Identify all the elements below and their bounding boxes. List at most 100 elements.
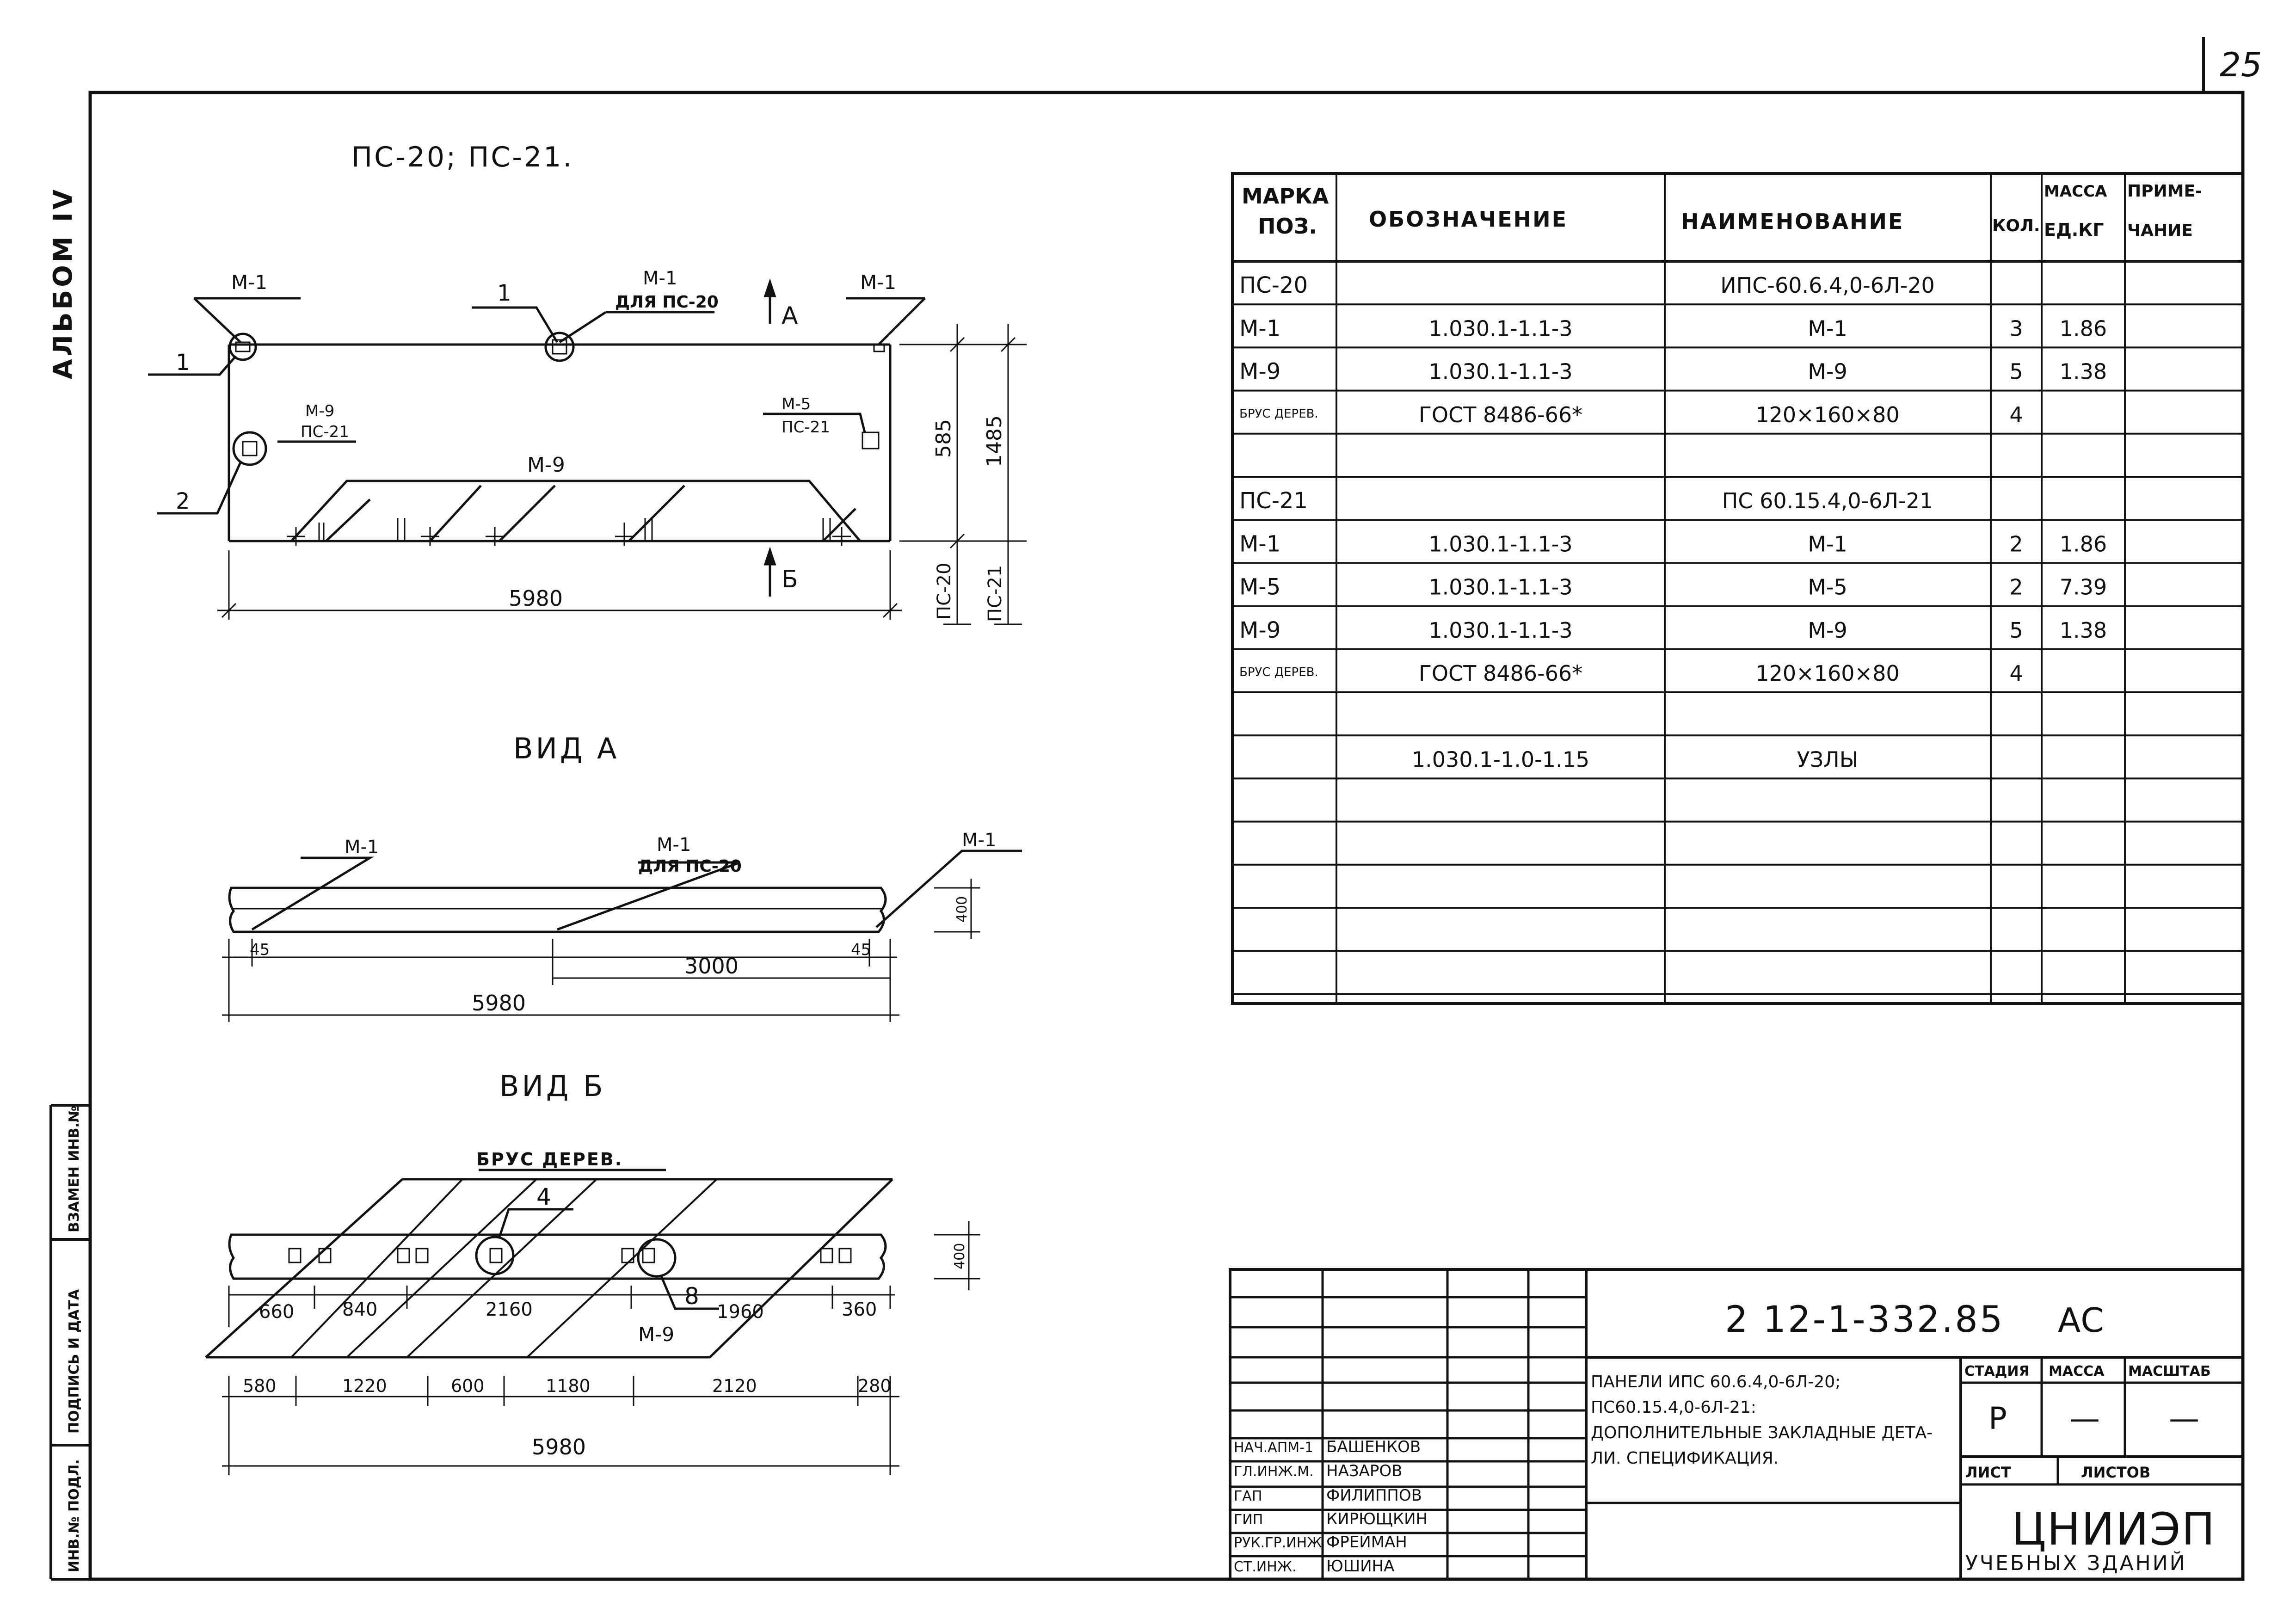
main-pos-1-mid: 1 [497, 280, 511, 306]
main-label-m5: М-5 [782, 395, 811, 413]
spec-cell-r4-c1: БРУС ДЕРЕВ. [1239, 407, 1318, 421]
spec-cell-r1-c1: ПС-20 [1239, 272, 1308, 298]
view-b-pos4: 4 [536, 1183, 551, 1210]
title-desc-3: ДОПОЛНИТЕЛЬНЫЕ ЗАКЛАДНЫЕ ДЕТА- [1591, 1423, 1933, 1442]
view-b-bottom-dim-6: 280 [858, 1376, 892, 1396]
main-label-m1-right: М-1 [860, 271, 896, 294]
spec-cell-r8-c4: 2 [2009, 575, 2023, 600]
signature-name: НАЗАРОВ [1326, 1462, 1402, 1480]
spec-cell-r7-c3: М-1 [1808, 531, 1847, 556]
spec-cell-r1-c3: ИПС-60.6.4,0-6Л-20 [1720, 273, 1935, 298]
spec-header-mass-2: ЕД.КГ [2044, 220, 2104, 240]
view-b-top-dim-1: 660 [259, 1301, 294, 1323]
signature-name: ЮШИНА [1326, 1557, 1394, 1576]
spec-cell-r3-c2: 1.030.1-1.1-3 [1428, 359, 1572, 384]
view-a-m1-right: М-1 [962, 830, 996, 851]
spec-cell-r7-c1: М-1 [1239, 531, 1280, 557]
spec-cell-r2-c2: 1.030.1-1.1-3 [1428, 316, 1572, 341]
spec-cell-r10-c4: 4 [2009, 661, 2023, 686]
spec-cell-r6-c1: ПС-21 [1239, 488, 1308, 514]
title-scale-value: — [2169, 1401, 2199, 1436]
signature-role: ГИП [1234, 1512, 1263, 1528]
view-a-m1-mid-note: ДЛЯ ПС-20 [638, 857, 742, 876]
spec-cell-r10-c3: 120×160×80 [1755, 661, 1899, 686]
spec-cell-r7-c4: 2 [2009, 531, 2023, 556]
album-label: АЛЬБОМ IV [48, 187, 78, 379]
view-b-top-dim-4: 1960 [717, 1301, 764, 1323]
spec-cell-r4-c3: 120×160×80 [1755, 402, 1899, 427]
title-suffix: АС [2058, 1301, 2104, 1340]
view-b-bottom-dim-2: 1220 [342, 1376, 387, 1396]
view-a-dim-5980: 5980 [472, 991, 526, 1016]
section-a-label: А [782, 302, 798, 330]
drawing-title: ПС-20; ПС-21. [351, 141, 573, 173]
signature-name: КИРЮЩКИН [1326, 1510, 1428, 1528]
title-scale-header: МАСШТАБ [2128, 1363, 2211, 1379]
view-a-title: ВИД А [513, 732, 619, 765]
view-b-bottom-dim-1: 580 [243, 1376, 277, 1396]
signature-name: ФРЕЙМАН [1326, 1533, 1407, 1551]
spec-cell-r3-c4: 5 [2009, 359, 2023, 384]
signature-role: РУК.ГР.ИНЖ [1234, 1535, 1322, 1551]
view-b-bottom-dim-5: 2120 [712, 1376, 757, 1396]
spec-cell-r8-c1: М-5 [1239, 574, 1280, 600]
main-label-m1-mid: М-1 [643, 268, 677, 289]
view-b-dim-400: 400 [952, 1243, 968, 1269]
spec-header-mass-1: МАССА [2044, 182, 2107, 201]
signature-role: ГЛ.ИНЖ.М. [1234, 1464, 1314, 1480]
title-sheets-label: ЛИСТОВ [2081, 1464, 2150, 1481]
signature-role: СТ.ИНЖ. [1234, 1559, 1297, 1575]
stamp-label-signature: ПОДПИСЬ И ДАТА [66, 1289, 82, 1434]
spec-cell-r7-c5: 1.86 [2060, 531, 2107, 556]
spec-header-mark-2: ПОЗ. [1258, 214, 1317, 239]
signature-role: НАЧ.АПМ-1 [1234, 1440, 1313, 1456]
view-b-title: ВИД Б [499, 1069, 606, 1103]
signature-name: ФИЛИППОВ [1326, 1486, 1422, 1505]
view-b-brus: БРУС ДЕРЕВ. [476, 1149, 623, 1170]
main-dim-length: 5980 [509, 586, 563, 611]
main-dim-ps20: ПС-20 [934, 563, 955, 620]
spec-cell-r9-c3: М-9 [1808, 618, 1847, 643]
spec-header-mark-1: МАРКА [1242, 184, 1329, 209]
view-a-dim-3000: 3000 [684, 954, 739, 979]
signature-role: ГАП [1234, 1488, 1262, 1504]
view-b-top-dim-5: 360 [842, 1299, 877, 1320]
spec-cell-r4-c2: ГОСТ 8486-66* [1419, 402, 1582, 427]
title-mass-value: — [2069, 1401, 2100, 1436]
main-dim-ps21: ПС-21 [985, 565, 1006, 622]
spec-cell-r10-c1: БРУС ДЕРЕВ. [1239, 665, 1318, 679]
spec-header-designation: ОБОЗНАЧЕНИЕ [1369, 207, 1568, 232]
title-desc-4: ЛИ. СПЕЦИФИКАЦИЯ. [1591, 1449, 1779, 1468]
section-b-label: Б [782, 566, 798, 593]
title-desc-2: ПС60.15.4,0-6Л-21: [1591, 1398, 1756, 1417]
signature-name: БАШЕНКОВ [1326, 1438, 1421, 1456]
spec-cell-r9-c5: 1.38 [2060, 618, 2107, 643]
spec-cell-r9-c1: М-9 [1239, 617, 1280, 643]
spec-header-qty: КОЛ. [1992, 216, 2040, 235]
main-pos-1-left: 1 [176, 350, 190, 376]
main-label-m1-left: М-1 [231, 271, 267, 294]
view-a-dim-45-left: 45 [250, 941, 270, 959]
spec-cell-r2-c1: М-1 [1239, 315, 1280, 341]
spec-cell-r12-c3: УЗЛЫ [1797, 747, 1859, 772]
spec-cell-r8-c3: М-5 [1808, 575, 1847, 600]
spec-cell-r10-c2: ГОСТ 8486-66* [1419, 661, 1582, 686]
main-label-m9-sub: М-9 [305, 402, 334, 420]
spec-cell-r9-c4: 5 [2009, 618, 2023, 643]
title-sheet-label: ЛИСТ [1965, 1464, 2011, 1481]
title-org: ЦНИИЭП [2012, 1503, 2216, 1555]
title-desc-1: ПАНЕЛИ ИПС 60.6.4,0-6Л-20; [1591, 1373, 1840, 1391]
view-a-m1-left: М-1 [345, 837, 379, 858]
main-elevation [148, 278, 1027, 625]
main-dim-1485: 1485 [983, 415, 1006, 467]
title-mass-header: МАССА [2049, 1363, 2105, 1379]
spec-cell-r2-c3: М-1 [1808, 316, 1847, 341]
side-stamp [49, 1104, 90, 1581]
title-stage-header: СТАДИЯ [1964, 1363, 2030, 1379]
spec-header-name: НАИМЕНОВАНИЕ [1681, 209, 1904, 234]
view-b-bottom-dim-4: 1180 [546, 1376, 591, 1396]
spec-cell-r7-c2: 1.030.1-1.1-3 [1428, 531, 1572, 556]
main-pos-2: 2 [176, 488, 190, 514]
view-a-dim-400: 400 [954, 896, 970, 923]
stamp-label-replacement: ВЗАМЕН ИНВ.№ [66, 1106, 82, 1232]
